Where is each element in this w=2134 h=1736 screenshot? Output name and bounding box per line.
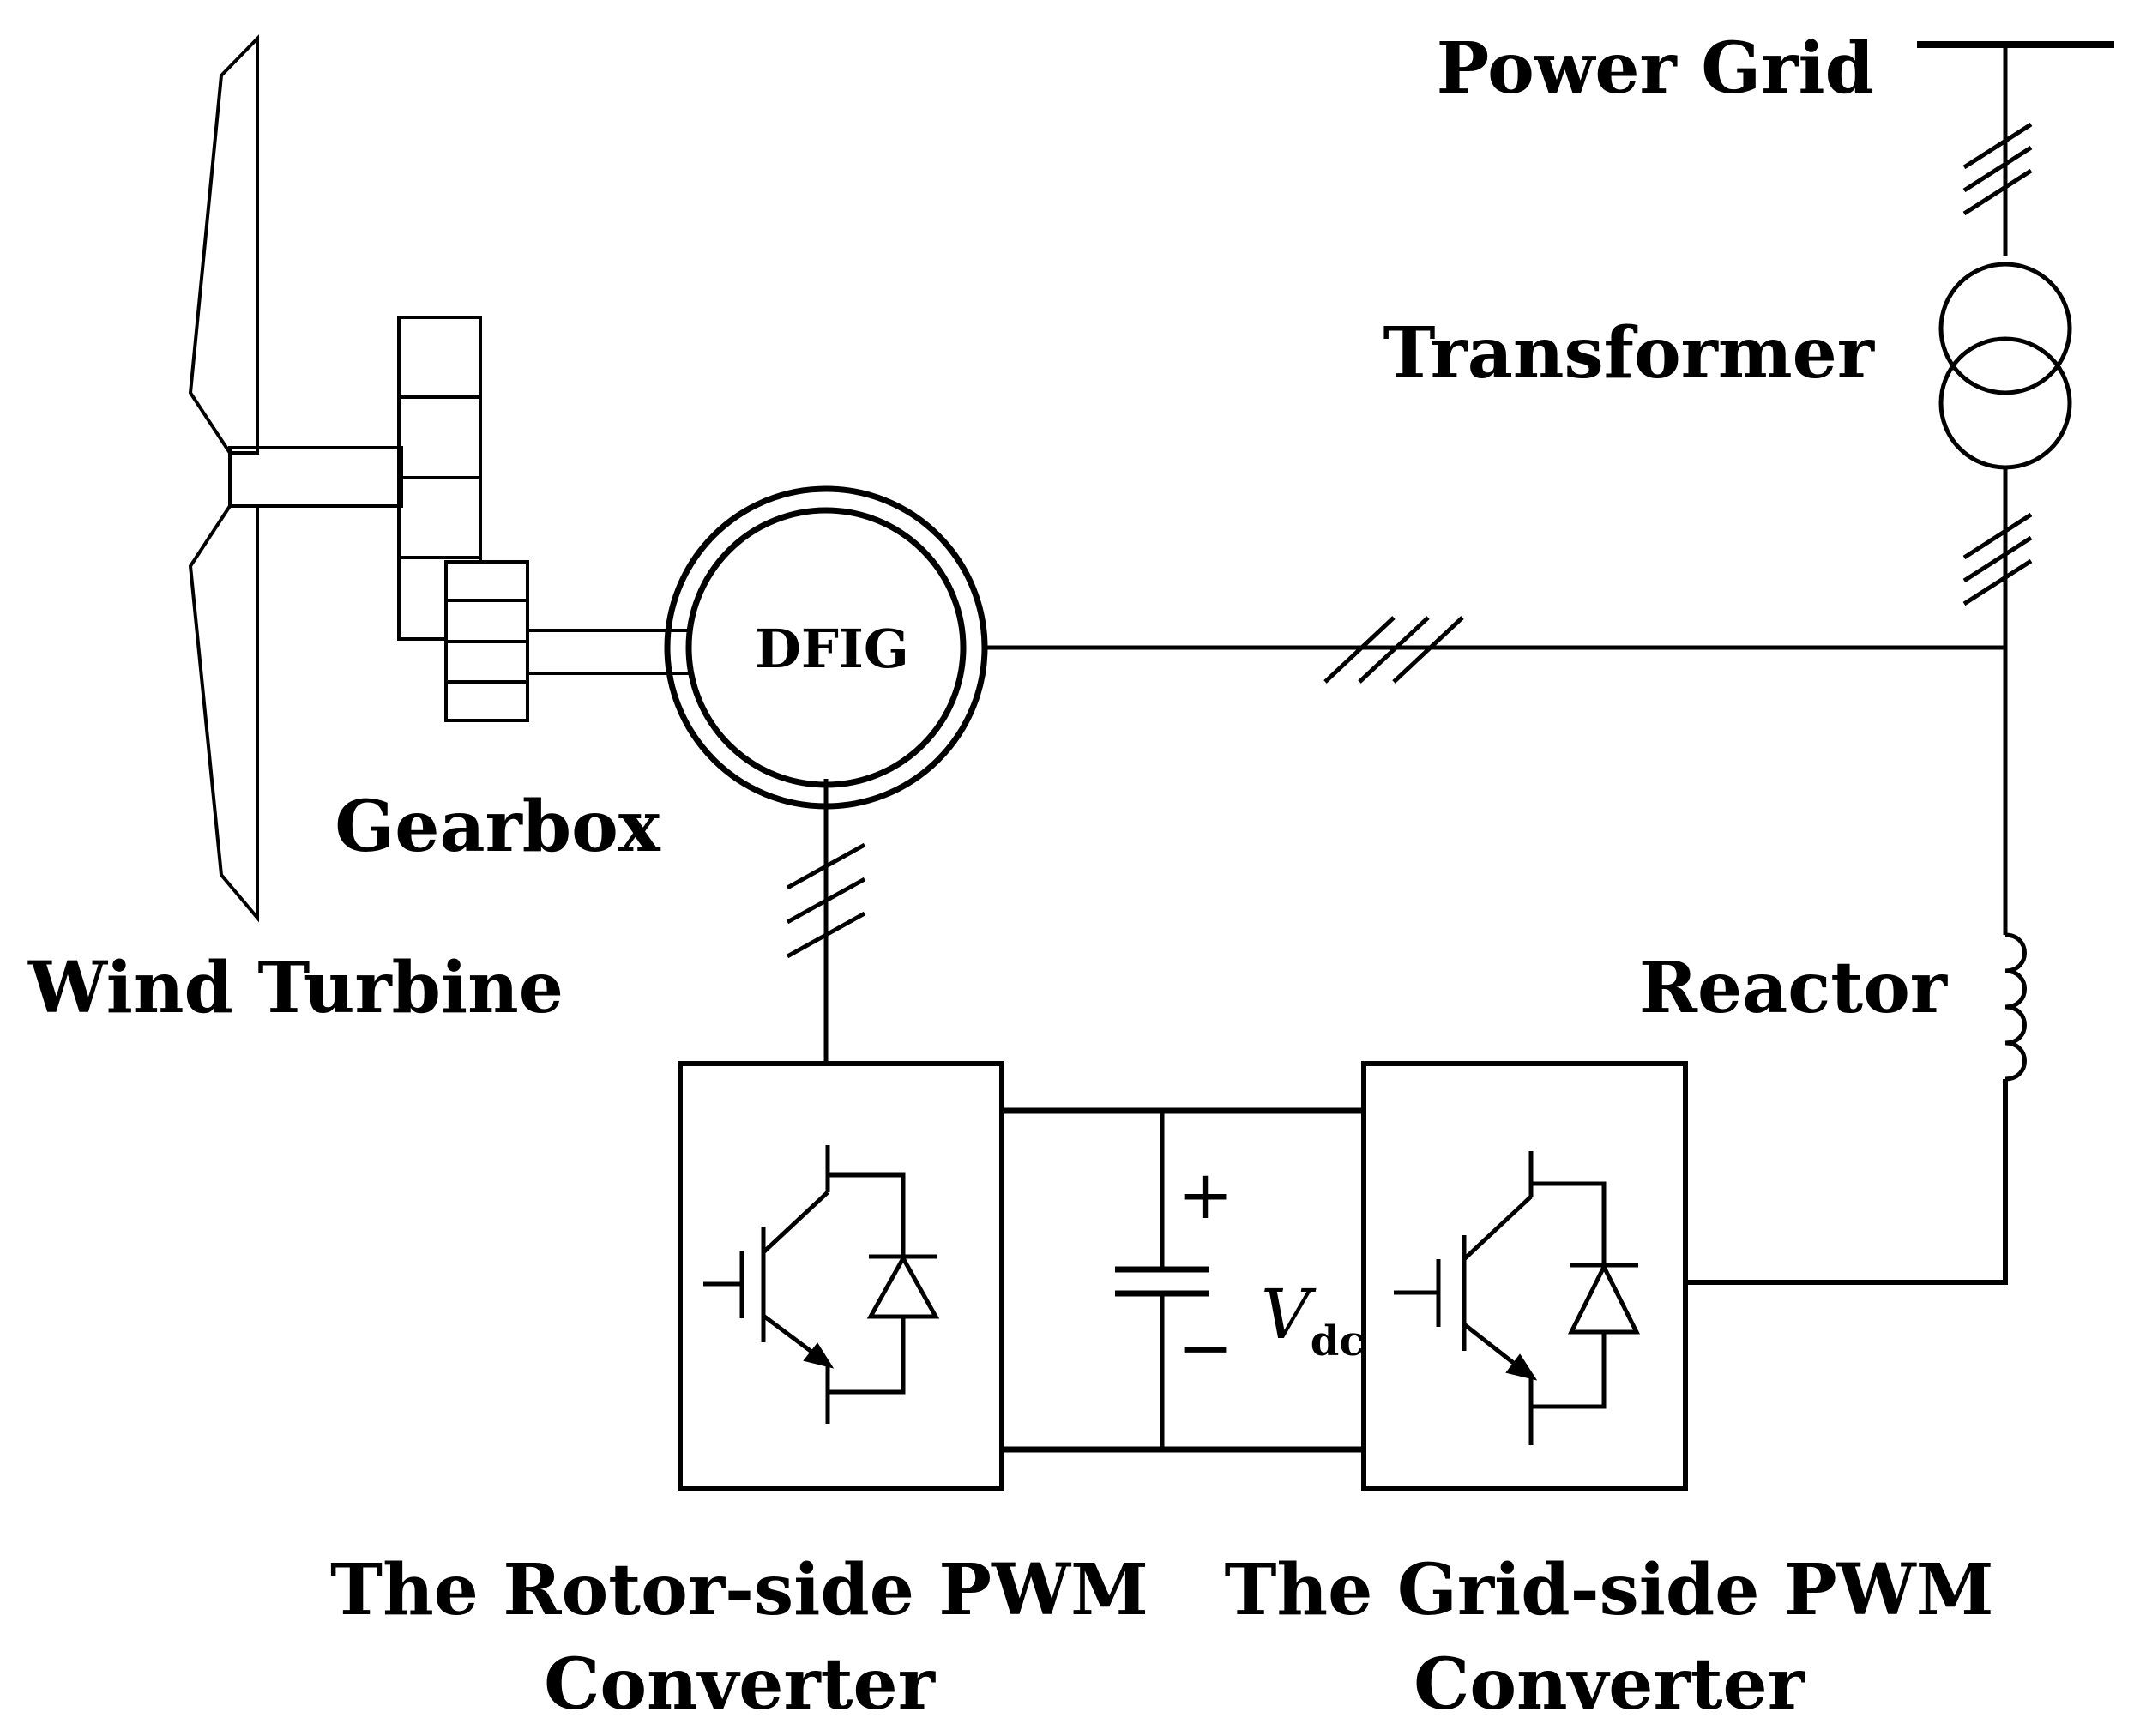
grid-converter-label-line1: The Grid-side PWM xyxy=(1225,1549,1994,1631)
grid-side-converter xyxy=(1361,1061,1688,1491)
lower-blade xyxy=(188,504,259,923)
grid-diode-icon xyxy=(1531,1181,1641,1409)
reactor-to-grid-converter xyxy=(1686,1079,2008,1285)
vdc-label: Vdc xyxy=(1261,1275,1365,1365)
transformer-label: Transformer xyxy=(1383,312,1876,395)
stator-line xyxy=(985,616,2005,684)
rotor-converter-label-line1: The Rotor-side PWM xyxy=(330,1549,1148,1631)
rotor-diode-icon xyxy=(828,1172,940,1395)
gearbox-label: Gearbox xyxy=(335,786,661,868)
minus-sign: − xyxy=(1177,1310,1233,1387)
dc-link xyxy=(1002,1107,1364,1453)
grid-igbt-icon xyxy=(1394,1151,1538,1445)
rotor-igbt-icon xyxy=(703,1145,835,1424)
power-grid-label: Power Grid xyxy=(1437,27,1874,110)
generator-shaft xyxy=(527,629,690,675)
dfig-label: DFIG xyxy=(755,618,909,680)
dc-capacitor xyxy=(1115,1266,1209,1297)
wind-turbine-label: Wind Turbine xyxy=(27,947,564,1029)
turbine-hub xyxy=(228,446,403,508)
reactor-coil xyxy=(2004,932,2027,1082)
upper-blade xyxy=(188,34,259,455)
vdc-subscript: dc xyxy=(1311,1317,1365,1365)
plus-sign: + xyxy=(1177,1157,1233,1234)
vdc-symbol: V xyxy=(1261,1275,1317,1354)
grid-converter-label-line2: Converter xyxy=(1414,1643,1806,1726)
rotor-converter-label-line2: Converter xyxy=(544,1643,937,1726)
gearbox xyxy=(397,316,529,722)
transformer-lower-coil xyxy=(1938,336,2072,470)
grid-bus xyxy=(1917,41,2114,935)
rotor-side-converter xyxy=(678,1061,1004,1491)
reactor-label: Reactor xyxy=(1639,947,1949,1029)
transformer-upper-coil xyxy=(1938,262,2072,395)
rotor-line xyxy=(786,779,866,1064)
